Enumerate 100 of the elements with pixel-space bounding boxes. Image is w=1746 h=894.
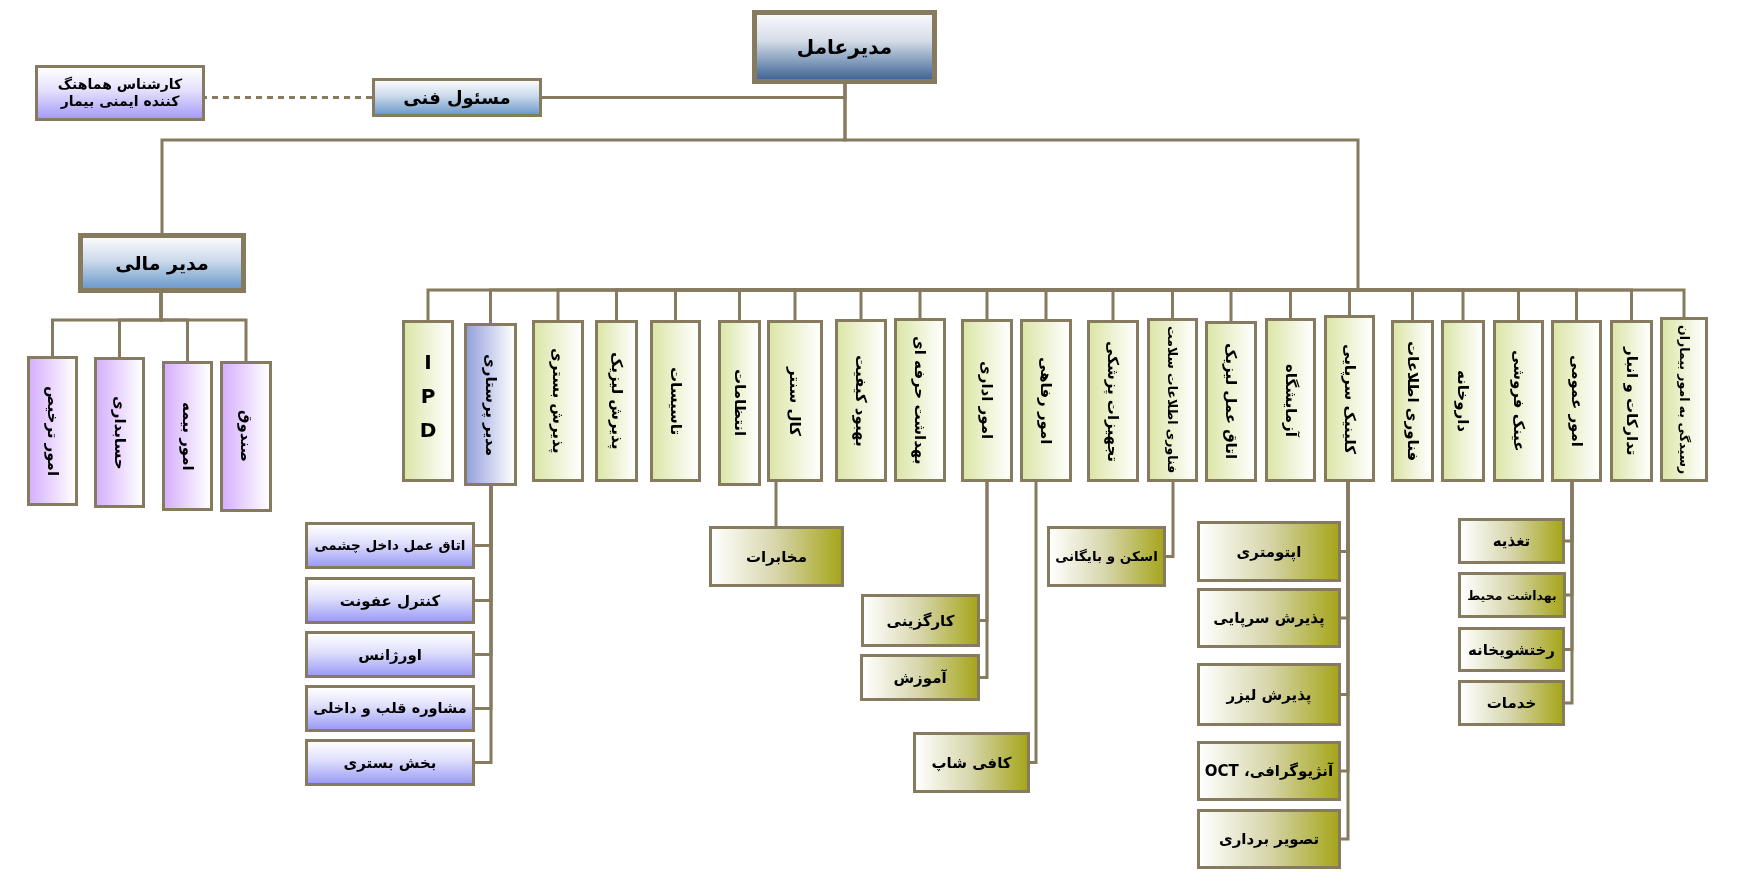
unit-name: خدمات	[1486, 694, 1537, 712]
unit-box	[1458, 518, 1565, 564]
connector-line	[475, 486, 493, 764]
department-name: فناوری اطلاعات سلامت	[1165, 326, 1180, 474]
department-name: تاسیسات	[666, 366, 685, 436]
department-name: امور عمومی	[1567, 355, 1586, 447]
unit-name: بخش بستری	[343, 753, 437, 772]
unit-box	[860, 654, 980, 701]
department-name: تجهیزات پزشکی	[1104, 340, 1122, 462]
unit-box	[305, 631, 475, 678]
connector-line	[1358, 288, 1414, 320]
department-box	[532, 320, 584, 482]
department-box	[464, 323, 517, 486]
department-box	[1324, 315, 1375, 482]
department-box	[27, 356, 78, 506]
unit-box	[305, 522, 475, 569]
unit-name: اتاق عمل داخل چشمی	[314, 537, 466, 554]
department-box	[961, 319, 1013, 482]
department-name: مدیر پرستاری	[481, 353, 500, 456]
unit-name: تصویر برداری	[1218, 830, 1320, 848]
department-name: IPD	[416, 350, 440, 452]
position-box	[372, 78, 542, 117]
unit-name: اورژانس	[358, 645, 422, 664]
department-name: حسابداری	[110, 395, 129, 470]
position-title: مدیرعامل	[796, 35, 893, 59]
unit-box	[1458, 680, 1565, 726]
unit-name: آموزش	[893, 668, 947, 687]
department-name: صندوق	[237, 410, 255, 463]
department-name: آزمایشگاه	[1281, 363, 1300, 437]
unit-box	[1197, 521, 1341, 582]
department-box	[1610, 320, 1653, 482]
unit-name: کارگزینی	[886, 611, 955, 630]
department-name: عینک فروشی	[1509, 350, 1528, 452]
unit-box	[1197, 809, 1341, 869]
connector-line	[51, 293, 163, 356]
unit-name: کنترل عفونت	[339, 591, 441, 610]
department-box	[1265, 318, 1316, 482]
department-box	[835, 319, 887, 482]
department-box	[767, 320, 823, 482]
unit-name: کافی شاپ	[931, 753, 1012, 772]
unit-box	[305, 739, 475, 786]
department-name: امور رفاهی	[1037, 356, 1055, 445]
department-box	[1551, 320, 1602, 482]
department-name: امور ترخیص	[43, 385, 62, 477]
department-name: اتاق عمل لیزیک	[1222, 343, 1240, 460]
department-box	[894, 318, 946, 482]
department-box	[162, 361, 213, 511]
unit-name: بهداشت محیط	[1467, 587, 1557, 603]
position-box	[752, 10, 937, 84]
department-box	[1493, 320, 1544, 482]
dashed-connector	[205, 96, 372, 99]
department-name: بهبود کیفیت	[852, 354, 870, 447]
department-name: تدارکات و انبار	[1622, 346, 1641, 456]
department-box	[595, 320, 638, 482]
unit-box	[1197, 588, 1341, 648]
unit-box	[1197, 663, 1341, 726]
connector-line	[1565, 482, 1574, 705]
position-title: مسئول فنی	[403, 86, 511, 109]
unit-name: اسکن و بایگانی	[1055, 548, 1158, 565]
unit-box	[1197, 741, 1341, 801]
department-name: امور بیمه	[178, 401, 197, 471]
unit-name: پذیرش سرپایی	[1213, 609, 1325, 627]
department-box	[1205, 321, 1257, 482]
department-box	[1441, 320, 1485, 482]
connector-line	[980, 482, 989, 679]
department-box	[1147, 318, 1198, 482]
department-name: بهداشت حرفه ای	[911, 335, 929, 465]
department-box	[94, 357, 145, 508]
department-box	[402, 320, 454, 482]
unit-name: مخابرات	[746, 547, 807, 566]
connector-line	[1341, 482, 1350, 841]
unit-name: تغذیه	[1492, 532, 1531, 550]
unit-box	[1458, 572, 1566, 618]
department-name: امور اداری	[978, 361, 996, 440]
unit-box	[1047, 526, 1166, 587]
department-box	[650, 320, 701, 482]
department-name: پذیرش لیزیک	[607, 352, 626, 450]
connector-line	[1166, 482, 1175, 558]
department-box	[1660, 317, 1708, 482]
unit-box	[913, 732, 1030, 793]
unit-name: پذیرش لیزر	[1226, 685, 1312, 704]
unit-box	[861, 594, 980, 647]
department-name: داروخانه	[1454, 370, 1472, 432]
department-box	[220, 361, 272, 512]
unit-name: آنژیوگرافی، OCT	[1204, 762, 1334, 780]
department-box	[1020, 319, 1072, 482]
department-box	[718, 320, 761, 486]
department-name: کلینیک سرپایی	[1340, 343, 1359, 454]
position-title: کارشناس هماهنگ کننده ایمنی بیمار	[56, 76, 184, 110]
unit-box	[709, 526, 844, 587]
unit-box	[305, 577, 475, 624]
department-box	[1391, 320, 1434, 482]
department-name: پذیرش بستری	[549, 348, 567, 454]
unit-box	[305, 685, 475, 732]
connector-line	[1030, 482, 1038, 764]
position-title: مدیر مالی	[115, 251, 209, 275]
unit-name: اپتومتری	[1236, 542, 1302, 561]
position-box	[78, 233, 246, 293]
department-box	[1087, 320, 1139, 482]
unit-name: مشاوره قلب و داخلی	[313, 699, 467, 718]
